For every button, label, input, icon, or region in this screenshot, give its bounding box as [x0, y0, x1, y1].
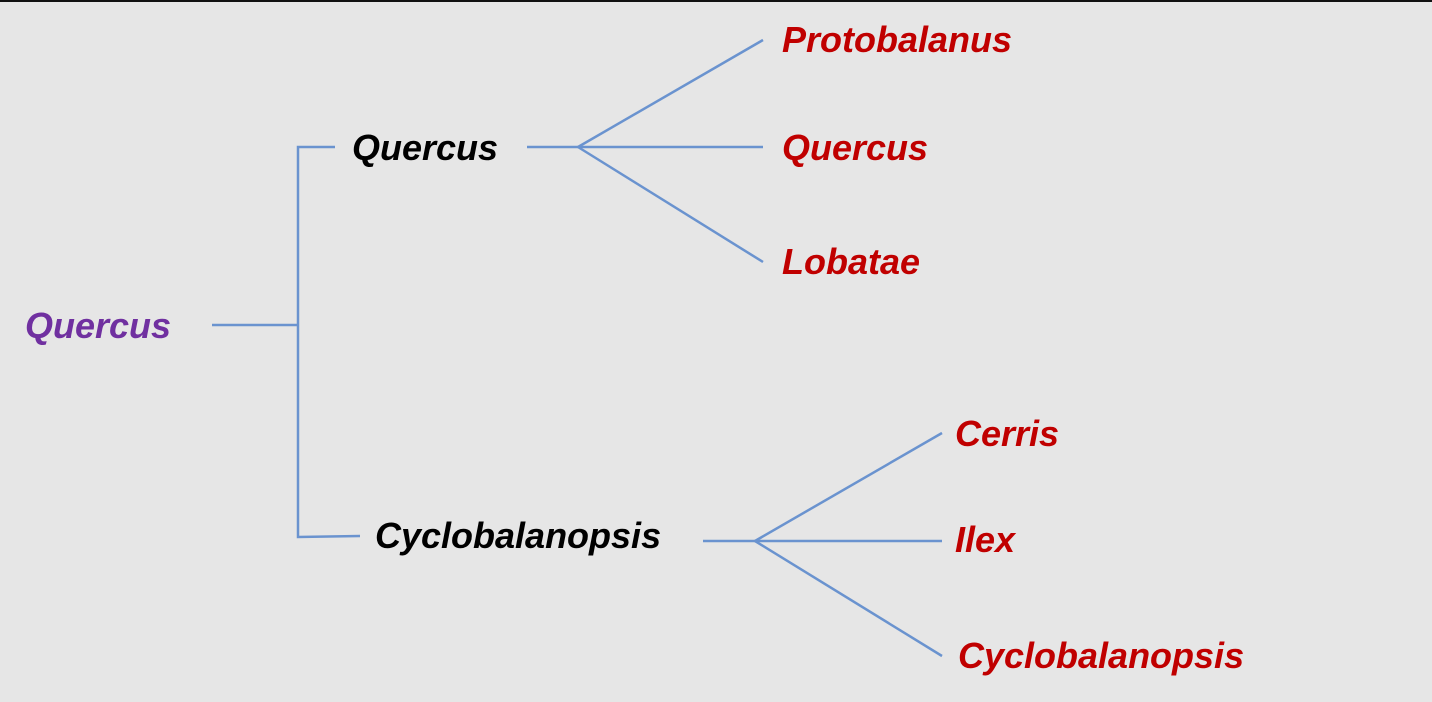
section-label-cerris: Cerris	[955, 413, 1059, 454]
connector-lines	[212, 38, 943, 658]
branch-protobalanus	[577, 38, 764, 149]
section-label-ilex: Ilex	[955, 519, 1017, 560]
root-label: Quercus	[25, 305, 171, 346]
branch-cyclobalanopsis-section	[754, 539, 943, 658]
branch-cerris	[754, 431, 943, 543]
section-label-quercus: Quercus	[782, 127, 928, 168]
root-bracket	[296, 145, 361, 539]
section-label-lobatae: Lobatae	[782, 241, 920, 282]
top-border	[0, 0, 1432, 2]
subgenus-label-quercus: Quercus	[352, 127, 498, 168]
branch-lobatae	[577, 145, 764, 264]
subgenus-label-cyclobalanopsis: Cyclobalanopsis	[375, 515, 661, 556]
section-label-cyclobalanopsis: Cyclobalanopsis	[958, 635, 1244, 676]
section-label-protobalanus: Protobalanus	[782, 19, 1012, 60]
